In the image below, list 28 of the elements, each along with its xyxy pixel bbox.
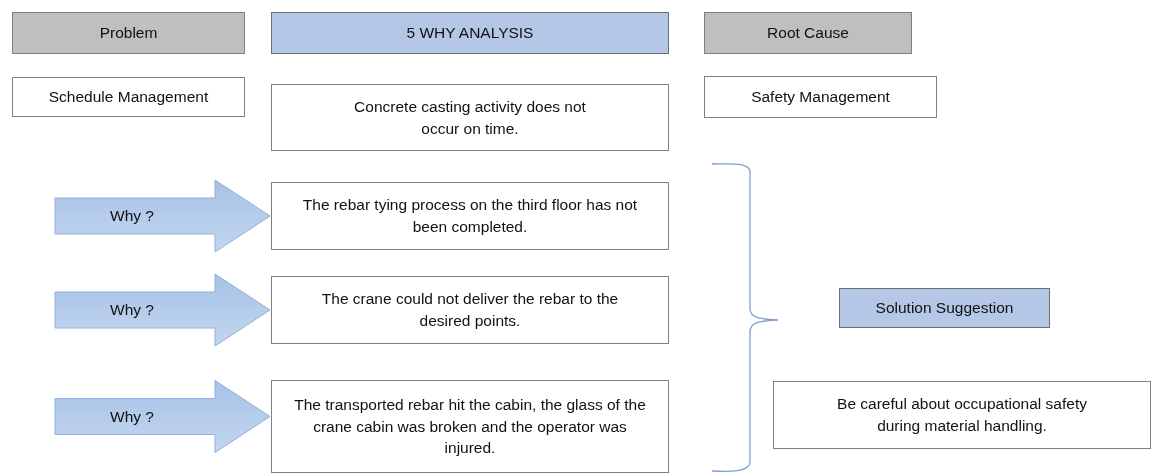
edge-label: Why ? — [110, 301, 154, 319]
text-box — [271, 84, 669, 151]
text-box — [773, 381, 1151, 449]
header-box — [704, 12, 912, 54]
box-text: Problem — [99, 23, 158, 44]
box-text: Be careful about occupational safety during material handling. — [836, 394, 1088, 436]
edge-label: Why ? — [110, 407, 154, 426]
block-arrow — [54, 273, 271, 347]
box-text: Concrete casting activity does not occur on time. — [353, 96, 587, 139]
text-box — [271, 276, 669, 344]
text-box — [271, 380, 669, 473]
box-text: The rebar tying process on the third floor has not been completed. — [301, 195, 639, 237]
text-box — [12, 77, 245, 117]
block-arrow — [54, 179, 271, 253]
header-box — [839, 288, 1050, 328]
text-box — [704, 76, 937, 118]
box-text: The transported rebar hit the cabin, the glass of the crane cabin was broken and the operator was injured. — [293, 394, 647, 459]
box-text: Solution Suggestion — [875, 298, 1014, 319]
box-text: The crane could not deliver the rebar to the desired points. — [320, 289, 620, 331]
box-text: 5 WHY ANALYSIS — [406, 23, 534, 44]
header-box — [271, 12, 669, 54]
edge-label: Why ? — [110, 207, 154, 225]
box-text: Root Cause — [767, 23, 849, 44]
block-arrow — [54, 380, 271, 453]
header-box — [12, 12, 245, 54]
box-text: Safety Management — [751, 87, 890, 108]
text-box — [271, 182, 669, 250]
box-text: Schedule Management — [48, 87, 209, 108]
